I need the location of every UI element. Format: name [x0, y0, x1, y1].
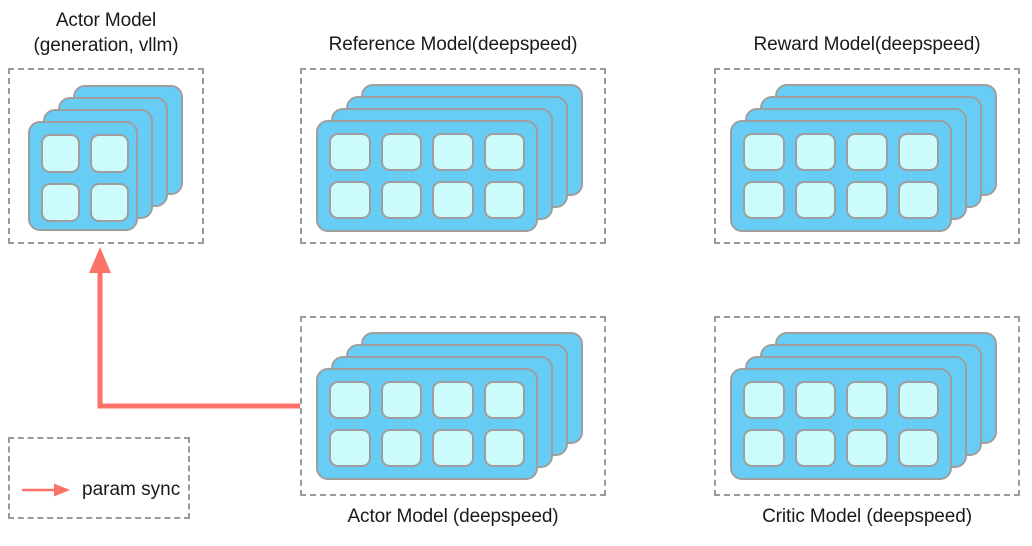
card-cell — [743, 429, 785, 467]
card-cell — [483, 429, 525, 467]
card-cell — [432, 133, 474, 171]
card-cell — [432, 181, 474, 219]
group-box-critic-model — [714, 316, 1020, 496]
card-cell — [329, 181, 371, 219]
card-cell — [743, 133, 785, 171]
card-cell — [380, 133, 422, 171]
title-critic-model: Critic Model (deepspeed) — [762, 506, 972, 527]
card-layer-1 — [28, 121, 138, 231]
card-cell — [483, 133, 525, 171]
card-cell-grid — [329, 381, 525, 467]
card-cell — [90, 134, 129, 173]
card-cell — [90, 183, 129, 222]
group-box-actor-model-vllm — [8, 68, 204, 244]
card-cell — [846, 429, 888, 467]
connector-line — [97, 268, 300, 409]
card-cell — [432, 381, 474, 419]
card-stack-reference-model — [302, 70, 604, 242]
card-layer-1 — [730, 120, 952, 232]
card-cell — [329, 429, 371, 467]
card-cell — [432, 429, 474, 467]
card-cell — [41, 183, 80, 222]
card-cell — [380, 381, 422, 419]
card-cell — [794, 381, 836, 419]
card-cell — [743, 381, 785, 419]
title-actor-model-vllm: Actor Model (generation, vllm) — [33, 10, 179, 56]
card-cell-grid — [743, 381, 939, 467]
card-cell — [794, 133, 836, 171]
card-cell — [483, 181, 525, 219]
connector-arrowhead — [89, 247, 111, 273]
card-cell — [897, 181, 939, 219]
card-stack-critic-model — [716, 318, 1018, 494]
card-cell — [897, 133, 939, 171]
card-cell — [743, 181, 785, 219]
group-box-actor-model-deepspeed — [300, 316, 606, 496]
card-cell — [846, 381, 888, 419]
param-sync-arrow-icon — [22, 483, 70, 497]
card-cell — [380, 429, 422, 467]
card-cell — [329, 381, 371, 419]
card-cell — [483, 381, 525, 419]
card-cell-grid — [329, 133, 525, 219]
legend-row-param-sync: param sync — [10, 479, 180, 517]
card-layer-1 — [316, 120, 538, 232]
group-box-reference-model — [300, 68, 606, 244]
card-stack-reward-model — [716, 70, 1018, 242]
card-cell — [41, 134, 80, 173]
legend-label-param-sync: param sync — [82, 479, 181, 500]
card-cell — [380, 181, 422, 219]
title-actor-model-deepspeed: Actor Model (deepspeed) — [347, 506, 559, 527]
card-stack-actor-model-deepspeed — [302, 318, 604, 494]
card-cell — [794, 429, 836, 467]
card-stack-actor-model-vllm — [10, 70, 202, 242]
group-box-reward-model — [714, 68, 1020, 244]
card-cell-grid — [743, 133, 939, 219]
card-cell — [846, 133, 888, 171]
title-reference-model: Reference Model(deepspeed) — [328, 34, 578, 55]
card-cell — [846, 181, 888, 219]
card-cell — [897, 381, 939, 419]
card-cell — [794, 181, 836, 219]
legend-box: param sync — [8, 437, 190, 519]
card-layer-1 — [316, 368, 538, 480]
title-reward-model: Reward Model(deepspeed) — [753, 34, 981, 55]
card-cell-grid — [41, 134, 129, 222]
card-cell — [329, 133, 371, 171]
card-cell — [897, 429, 939, 467]
card-layer-1 — [730, 368, 952, 480]
